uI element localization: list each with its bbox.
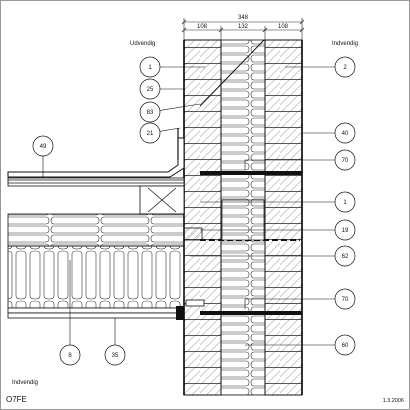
- callout-leader: [244, 159, 335, 170]
- outer-masonry-leaf: [183, 39, 222, 396]
- callout-circle: [139, 56, 161, 78]
- callout-83: 83: [139, 101, 201, 123]
- steel-plate-lower: [200, 311, 302, 315]
- callout-circle: [334, 122, 356, 144]
- ceiling-cladding: [7, 312, 185, 319]
- callout-markers: 1 2 25 83 21 40 49 70 1 19 62 70 60 8 35: [32, 56, 356, 366]
- callout-62: 62: [190, 245, 356, 267]
- callout-label: 60: [342, 343, 349, 349]
- callout-70a: 70: [244, 149, 356, 171]
- callout-circle: [334, 149, 356, 171]
- callout-label: 2: [343, 65, 347, 71]
- callout-8: 8: [59, 260, 81, 366]
- ceiling-insulation-upper: [7, 213, 185, 247]
- label-outside: Udvendig: [130, 41, 155, 47]
- callout-circle: [32, 135, 54, 157]
- callout-2: 2: [285, 56, 356, 78]
- ceiling-insulation-lower: [7, 245, 185, 309]
- dimension-middle: 132: [238, 24, 249, 30]
- callout-label: 1: [148, 65, 152, 71]
- dimension-right: 108: [278, 24, 289, 30]
- callout-leader: [244, 298, 335, 309]
- callout-label: 35: [112, 353, 119, 359]
- callout-1b: 1: [200, 191, 356, 213]
- callout-label: 62: [342, 254, 349, 260]
- callout-circle: [334, 245, 356, 267]
- label-inside-bottom: Indvendig: [12, 380, 38, 386]
- drawing-code: O7FE: [6, 395, 27, 404]
- label-inside: Indvendig: [332, 41, 358, 47]
- callout-circle: [334, 334, 356, 356]
- callout-label: 1: [343, 200, 347, 206]
- callout-60: 60: [245, 334, 356, 356]
- callout-49: 49: [32, 135, 54, 178]
- callout-label: 21: [147, 131, 154, 137]
- callout-circle: [334, 288, 356, 310]
- dimension-left: 108: [197, 24, 208, 30]
- callout-circle: [334, 56, 356, 78]
- callout-label: 25: [147, 87, 154, 93]
- callout-label: 19: [342, 228, 349, 234]
- callout-circle: [334, 219, 356, 241]
- callout-label: 49: [40, 144, 47, 150]
- callout-circle: [59, 344, 81, 366]
- callout-25: 25: [139, 78, 185, 100]
- callout-1a: 1: [139, 56, 205, 78]
- cavity-tie-diagonal: [199, 39, 265, 107]
- callout-70b: 70: [244, 288, 356, 310]
- callout-35: 35: [104, 318, 126, 366]
- dimension-total: 348: [238, 15, 249, 21]
- inner-masonry-leaf: [264, 39, 303, 396]
- callout-label: 40: [342, 131, 349, 137]
- callout-40: 40: [303, 122, 356, 144]
- roof-eave: [7, 128, 185, 215]
- ceiling-board: [7, 307, 185, 314]
- callout-circle: [139, 101, 161, 123]
- callout-leader: [159, 103, 201, 111]
- callout-circle: [334, 191, 356, 213]
- callout-19: 19: [200, 219, 356, 241]
- callout-circle: [104, 344, 126, 366]
- callout-circle: [139, 122, 161, 144]
- callout-label: 8: [68, 353, 72, 359]
- callout-leader: [159, 127, 181, 132]
- drawing-date: 1.3.2006: [383, 398, 404, 404]
- callout-21: 21: [139, 122, 181, 144]
- callout-label: 70: [342, 297, 349, 303]
- callout-label: 83: [147, 110, 154, 116]
- callout-label: 70: [342, 158, 349, 164]
- dimension-chain: 348 108 132 108: [181, 15, 305, 40]
- steel-plate-upper: [200, 171, 302, 175]
- callout-circle: [139, 78, 161, 100]
- ceiling-edge-profile: [176, 306, 184, 320]
